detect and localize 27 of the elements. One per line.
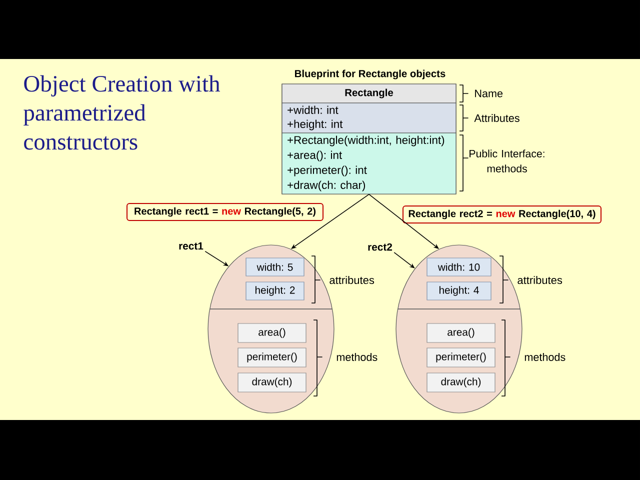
bracket-label: methods (524, 353, 566, 361)
class-heading: Blueprint for Rectangle objects (295, 70, 446, 80)
method-compartment: +Rectangle(width:int, height:int) +area(): int +perimeter(): int +draw(ch: char) (282, 132, 456, 194)
attribute-box: width: 10 (426, 258, 492, 276)
slide-title: Object Creation with parametrized constructors (24, 75, 220, 150)
object-name: rect1 (179, 242, 204, 250)
attribute-compartment: +width: int +height: int (282, 102, 456, 134)
bracket-label: Public Interface: methods (470, 150, 544, 172)
bracket-label: methods (336, 353, 378, 361)
bracket-label: Attributes (474, 114, 520, 122)
method-box: area() (426, 323, 496, 343)
class-name-compartment: Rectangle (282, 84, 456, 104)
method-box: draw(ch) (426, 372, 496, 392)
bracket-label: attributes (330, 276, 374, 284)
attribute-box: height: 2 (246, 282, 304, 300)
bracket-label: Name (475, 90, 503, 98)
method-box: area() (238, 323, 306, 343)
method-box: draw(ch) (238, 372, 306, 392)
object-name: rect2 (368, 243, 392, 251)
bracket-label: attributes (518, 276, 562, 284)
method-box: perimeter() (238, 348, 306, 368)
leader-line (394, 252, 415, 268)
method-box: perimeter() (426, 348, 496, 368)
code-callout: Rectangle rect1 = new Rectangle(5, 2) (126, 203, 324, 221)
attribute-box: height: 4 (426, 282, 492, 300)
code-callout: Rectangle rect2 = new Rectangle(10, 4) (402, 206, 602, 224)
attribute-box: width: 5 (246, 258, 304, 276)
